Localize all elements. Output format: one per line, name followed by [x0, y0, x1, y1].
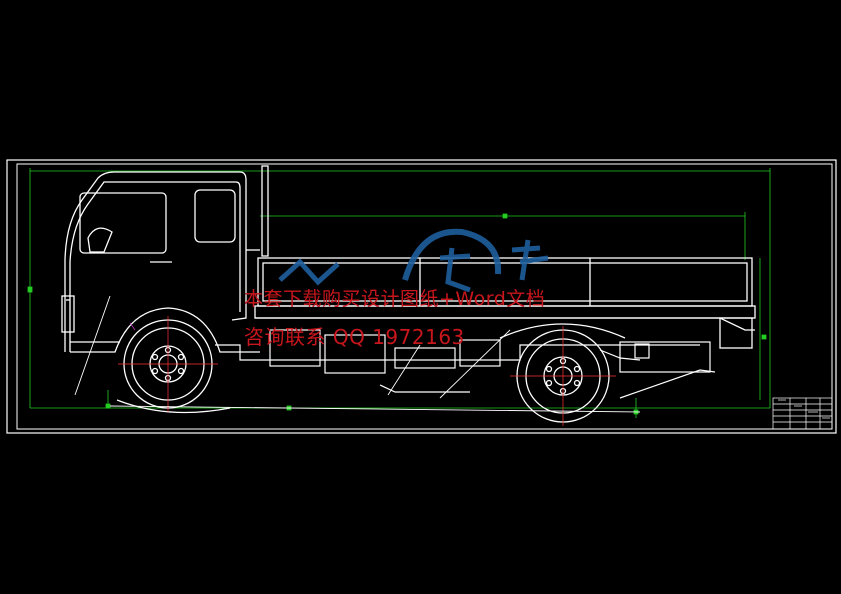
chassis	[215, 329, 716, 399]
watermark-line-2: 咨询联系 QQ 1972163	[244, 325, 465, 349]
company-logo-icon	[278, 228, 549, 293]
cargo-box	[254, 257, 756, 349]
rear-wheel	[499, 323, 626, 423]
sheet-border	[6, 159, 837, 434]
ground-and-leaders	[74, 295, 641, 413]
title-block	[772, 397, 833, 430]
truck-cab	[61, 165, 269, 353]
centerlines	[118, 316, 616, 426]
dimension-lines	[27, 168, 771, 418]
watermark-line-1: 本套下载购买设计图纸+Word文档	[244, 288, 546, 310]
front-wheel	[116, 319, 231, 414]
